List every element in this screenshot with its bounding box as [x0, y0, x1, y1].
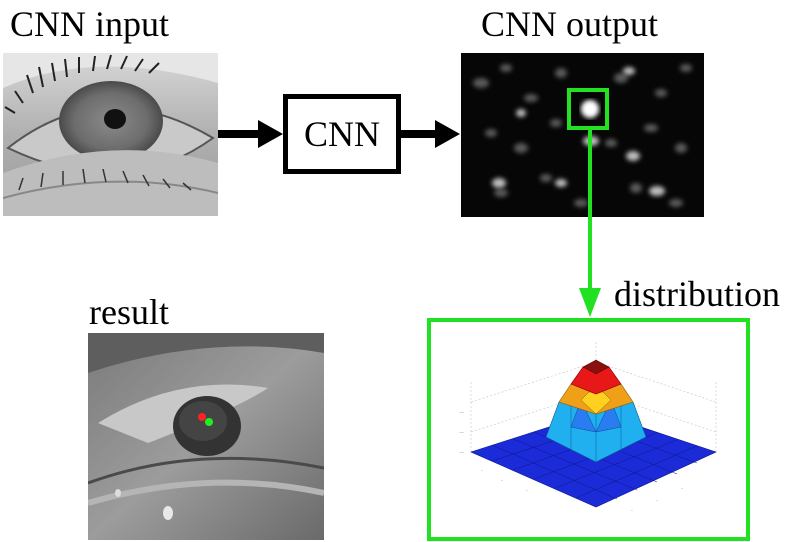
svg-text:—: — — [459, 410, 464, 416]
distribution-title: distribution — [614, 274, 781, 314]
svg-text:-: - — [681, 486, 683, 492]
prediction-marker — [205, 418, 213, 426]
cnn-block-label: CNN — [303, 114, 380, 154]
svg-text:—: — — [459, 450, 464, 456]
result-title: result — [89, 292, 169, 332]
svg-text:-: - — [501, 478, 503, 484]
svg-text:-: - — [481, 468, 483, 474]
cnn-input-title: CNN input — [10, 4, 170, 44]
svg-text:-: - — [526, 488, 528, 494]
arrow-cnn-to-output — [401, 120, 460, 148]
result-image — [88, 333, 324, 540]
arrow-output-to-distribution — [579, 128, 601, 317]
arrow-input-to-cnn — [218, 120, 283, 148]
cnn-output-title: CNN output — [481, 4, 659, 44]
distribution-panel: — — — - - - - - - — [427, 318, 750, 541]
ground-truth-marker — [198, 413, 206, 421]
svg-text:-: - — [631, 508, 633, 514]
cnn-output-heatmap — [461, 53, 704, 217]
cnn-input-image — [3, 53, 218, 216]
svg-text:—: — — [459, 430, 464, 436]
svg-text:-: - — [656, 498, 658, 504]
distribution-surface-plot: — — — - - - - - - — [459, 342, 717, 514]
cnn-block: CNN — [283, 94, 401, 174]
